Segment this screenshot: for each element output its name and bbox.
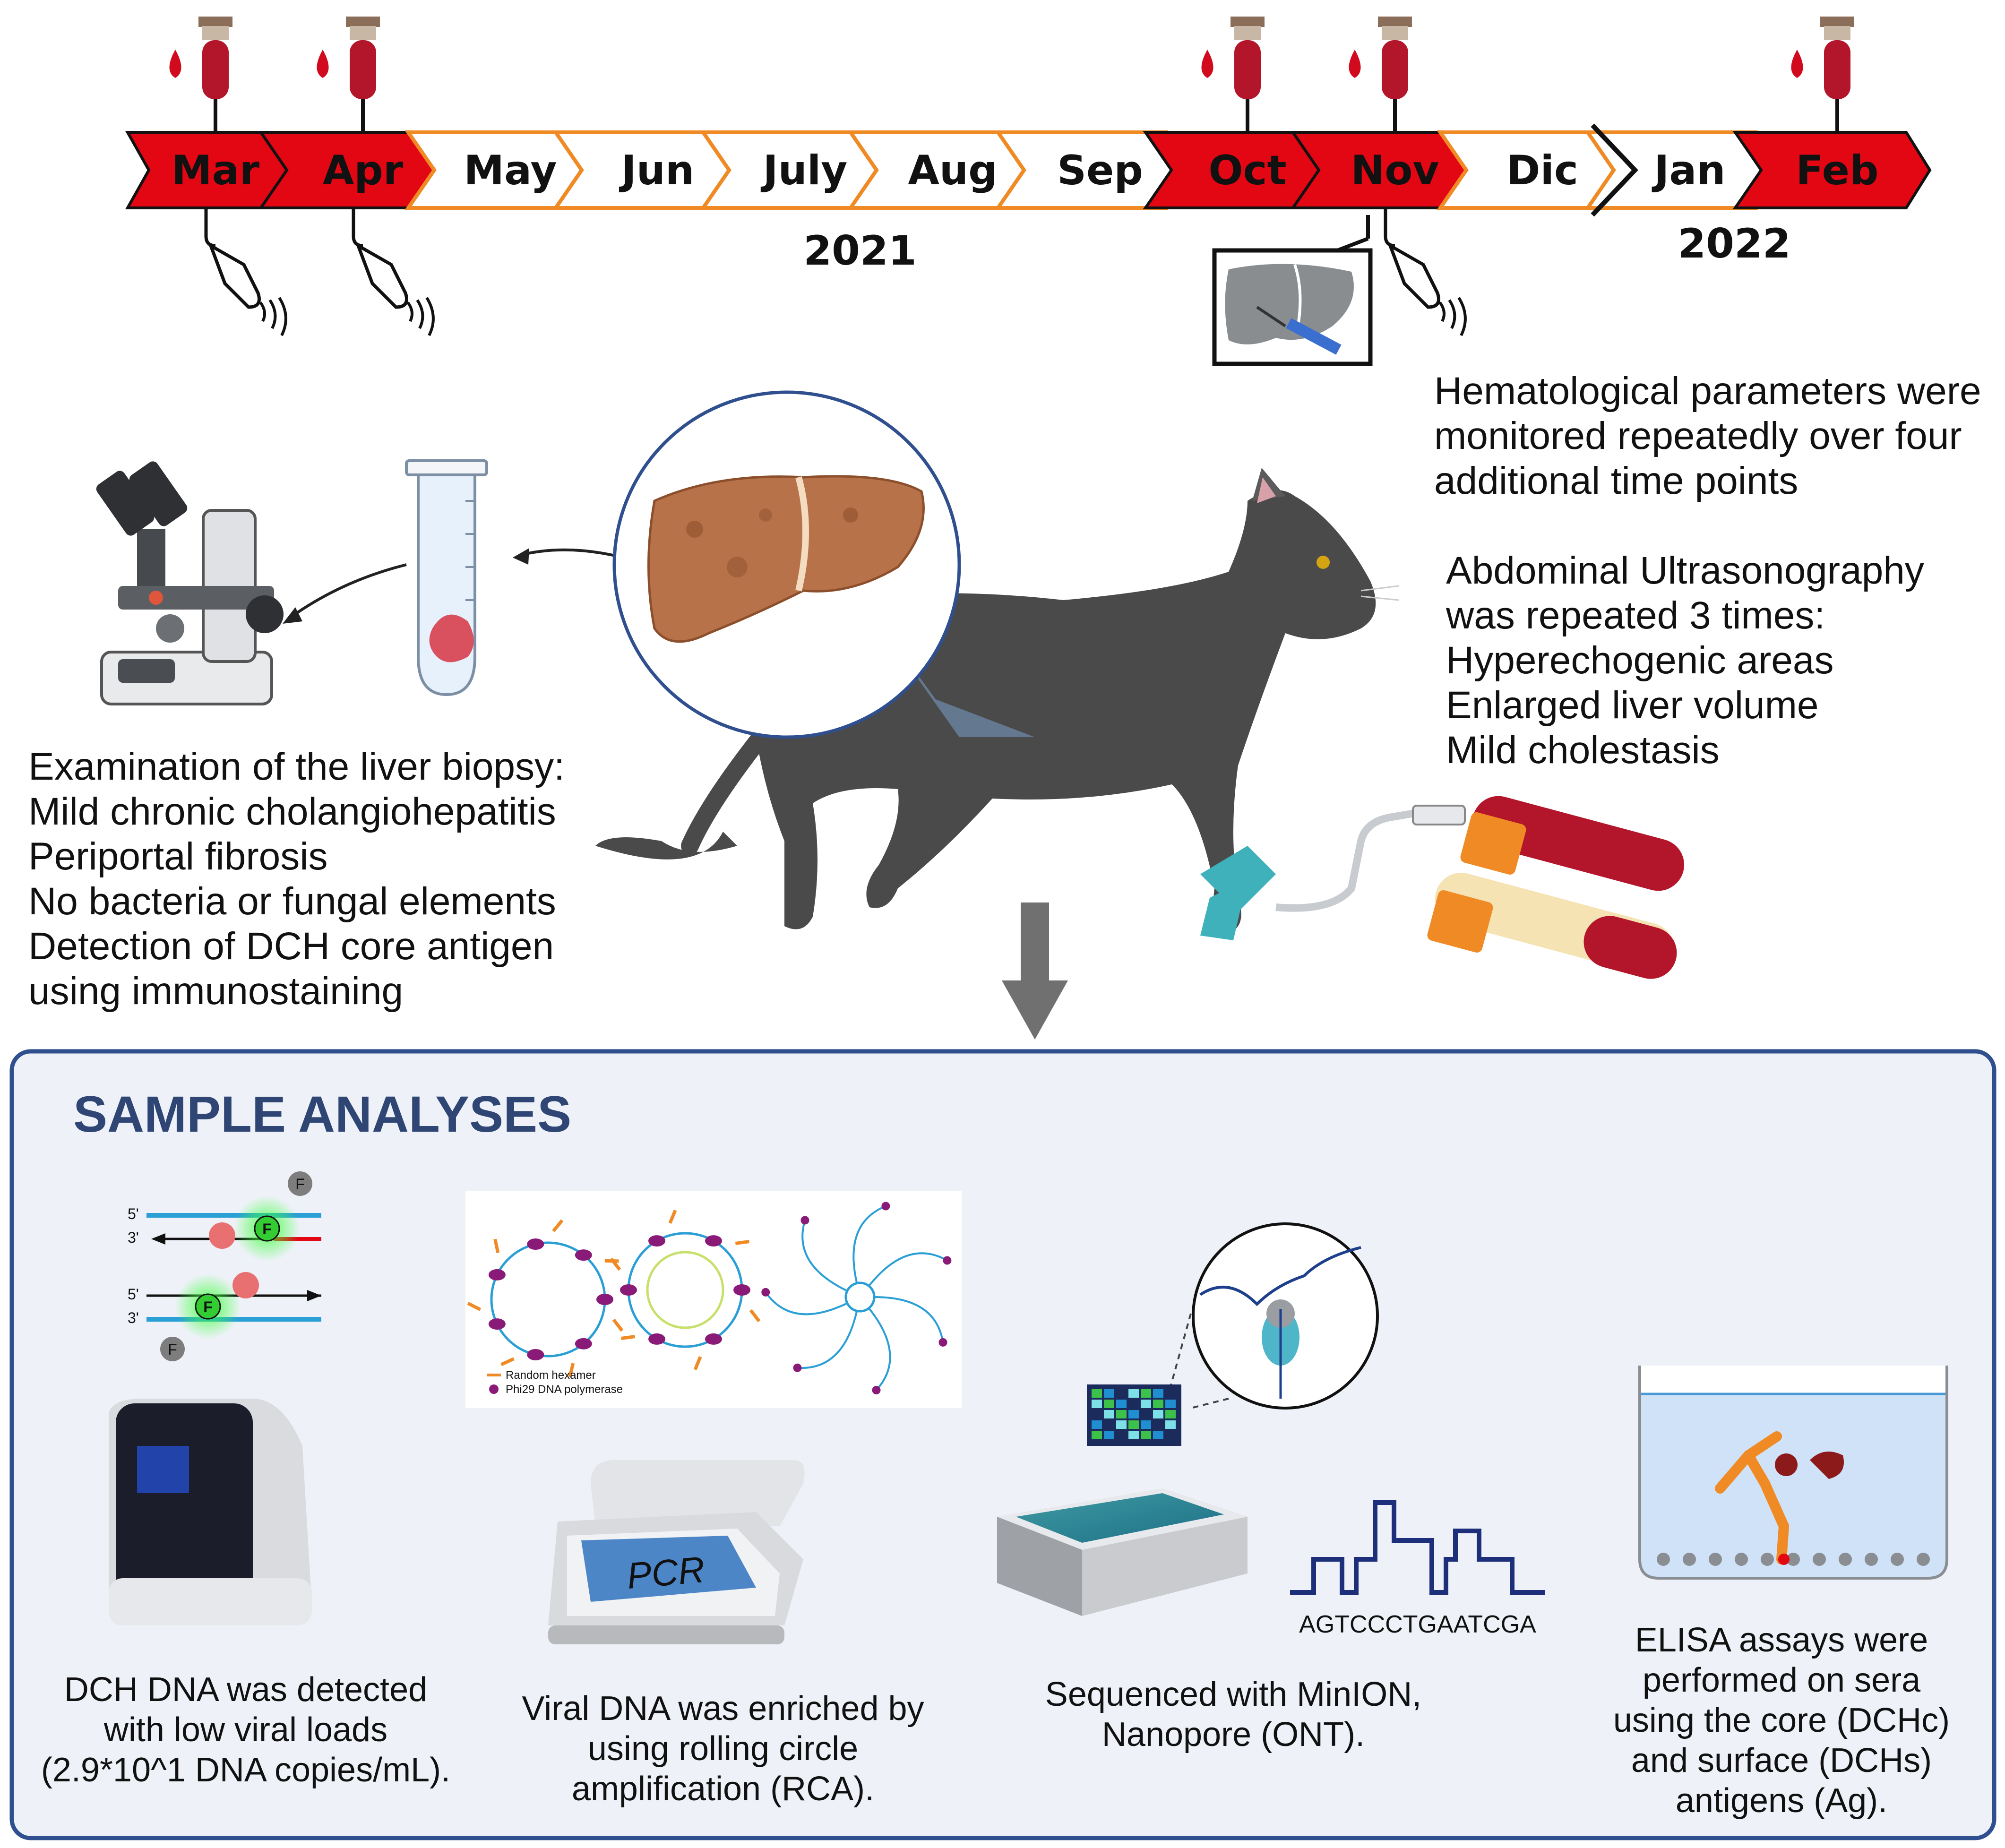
rca-diagram: Random hexamer Phi29 DNA polymerase <box>465 1191 962 1408</box>
hematology-text: Hematological parameters were monitored … <box>1434 370 1981 502</box>
svg-text:(2.9*10^1 DNA copies/mL).: (2.9*10^1 DNA copies/mL). <box>41 1751 450 1789</box>
sample-analyses-title: SAMPLE ANALYSES <box>73 1085 571 1143</box>
svg-text:3': 3' <box>128 1309 139 1326</box>
sequence-trace <box>1290 1500 1545 1595</box>
svg-text:Examination of the liver biops: Examination of the liver biopsy: <box>28 745 565 788</box>
svg-text:amplification (RCA).: amplification (RCA). <box>572 1770 874 1808</box>
liver-magnified-icon <box>612 390 961 739</box>
ultrasound-probe-icon <box>204 208 287 336</box>
month-label-nov: Nov <box>1351 147 1439 194</box>
month-label-mar: Mar <box>172 147 260 194</box>
svg-text:using immunostaining: using immunostaining <box>28 970 403 1013</box>
svg-text:PCR: PCR <box>625 1548 706 1597</box>
svg-text:was repeated 3 times:: was repeated 3 times: <box>1446 594 1825 637</box>
svg-text:Sequenced with MinION,: Sequenced with MinION, <box>1045 1676 1421 1713</box>
svg-text:additional time points: additional time points <box>1434 459 1798 502</box>
svg-text:using the core (DCHc): using the core (DCHc) <box>1613 1702 1950 1739</box>
svg-text:F: F <box>262 1221 272 1238</box>
rca-caption: Viral DNA was enriched by using rolling … <box>522 1690 924 1808</box>
svg-text:F: F <box>203 1298 213 1315</box>
month-label-dic: Dic <box>1506 147 1578 194</box>
svg-text:Viral DNA was enriched by: Viral DNA was enriched by <box>522 1690 924 1728</box>
svg-text:5': 5' <box>128 1286 139 1303</box>
sequencing-caption: Sequenced with MinION, Nanopore (ONT). <box>1045 1676 1421 1753</box>
qpcr-probe-diagram: 5' 3' F F 5' 3' F F <box>128 1171 321 1361</box>
svg-text:with low viral loads: with low viral loads <box>103 1711 387 1749</box>
svg-text:Mild chronic cholangiohepatiti: Mild chronic cholangiohepatitis <box>28 790 556 833</box>
blood-tube-icon <box>1201 17 1265 132</box>
svg-text:ELISA assays were: ELISA assays were <box>1635 1621 1928 1659</box>
elisa-caption: ELISA assays were performed on sera usin… <box>1613 1621 1950 1820</box>
svg-text:3': 3' <box>128 1229 139 1246</box>
month-label-apr: Apr <box>323 147 404 194</box>
svg-text:Detection of DCH core antigen: Detection of DCH core antigen <box>28 925 554 968</box>
month-label-jan: Jan <box>1652 147 1725 194</box>
arrow-to-microscope <box>287 563 407 620</box>
month-label-may: May <box>464 147 557 194</box>
svg-text:using rolling circle: using rolling circle <box>588 1730 858 1768</box>
svg-text:5': 5' <box>128 1205 139 1222</box>
blood-tube-icon <box>1791 17 1854 132</box>
blood-tube-icon <box>317 17 380 132</box>
svg-text:Periportal fibrosis: Periportal fibrosis <box>28 835 327 878</box>
month-label-aug: Aug <box>908 147 997 194</box>
svg-text:Phi29 DNA polymerase: Phi29 DNA polymerase <box>506 1383 623 1396</box>
minion-device-icon <box>997 1488 1248 1616</box>
microscope-icon <box>96 461 284 705</box>
qpcr-machine-icon <box>109 1399 312 1625</box>
timeline: Mar Apr May Jun July Aug Sep Oct Nov Dic Jan Feb <box>125 130 1932 210</box>
ultrasound-markers <box>204 208 1467 336</box>
svg-text:Abdominal Ultrasonography: Abdominal Ultrasonography <box>1446 549 1924 592</box>
svg-text:DCH DNA was detected: DCH DNA was detected <box>64 1671 427 1709</box>
year-separator <box>1591 123 1638 217</box>
svg-text:F: F <box>295 1176 305 1193</box>
elisa-well-icon <box>1638 1366 1948 1580</box>
blood-sample-markers <box>169 17 1854 132</box>
svg-text:Enlarged liver volume: Enlarged liver volume <box>1446 684 1819 727</box>
ultrasound-findings-text: Abdominal Ultrasonography was repeated 3… <box>1446 549 1924 772</box>
biopsy-findings-text: Examination of the liver biopsy: Mild ch… <box>28 745 565 1013</box>
month-label-jun: Jun <box>619 147 694 194</box>
blood-draw-icon <box>1200 796 1685 979</box>
svg-text:and surface (DCHs): and surface (DCHs) <box>1631 1742 1932 1779</box>
ultrasound-probe-icon <box>1384 208 1467 336</box>
svg-text:Hyperechogenic areas: Hyperechogenic areas <box>1446 639 1833 682</box>
svg-text:monitored repeatedly over four: monitored repeatedly over four <box>1434 414 1962 457</box>
biopsy-tube-icon <box>405 459 488 696</box>
svg-text:Nanopore (ONT).: Nanopore (ONT). <box>1102 1716 1365 1753</box>
pcr-device-icon: PCR <box>548 1460 805 1644</box>
month-label-feb: Feb <box>1796 147 1878 194</box>
svg-text:Hematological parameters were: Hematological parameters were <box>1434 370 1981 413</box>
year-2021-label: 2021 <box>803 227 916 275</box>
nanopore-diagram <box>1087 1222 1379 1446</box>
month-label-july: July <box>761 147 848 194</box>
svg-text:antigens (Ag).: antigens (Ag). <box>1676 1782 1887 1820</box>
svg-text:No bacteria or fungal elements: No bacteria or fungal elements <box>28 880 556 923</box>
ultrasound-probe-icon <box>352 208 435 336</box>
qpcr-caption: DCH DNA was detected with low viral load… <box>41 1671 450 1789</box>
svg-text:Random hexamer: Random hexamer <box>506 1369 596 1382</box>
svg-text:performed on sera: performed on sera <box>1643 1661 1921 1699</box>
biopsy-icon <box>1212 215 1373 366</box>
svg-text:F: F <box>168 1341 177 1358</box>
sequence-text: AGTCCCTGAATCGA <box>1299 1611 1536 1638</box>
blood-tube-icon <box>1349 17 1412 132</box>
month-label-sep: Sep <box>1057 147 1143 194</box>
flow-down-arrow <box>1002 903 1068 1040</box>
blood-tube-icon <box>169 17 232 132</box>
month-chevron-feb <box>1732 131 1932 209</box>
month-label-oct: Oct <box>1208 147 1286 194</box>
svg-text:Mild cholestasis: Mild cholestasis <box>1446 729 1720 772</box>
year-2022-label: 2022 <box>1678 220 1790 267</box>
